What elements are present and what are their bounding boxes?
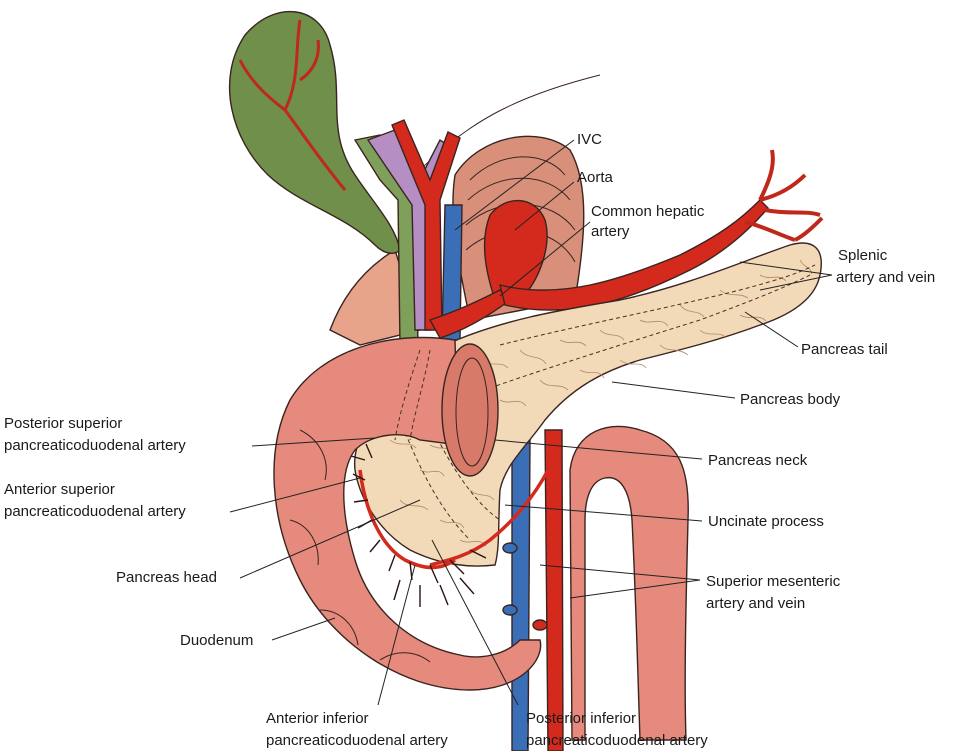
label-post-sup-line2: pancreaticoduodenal artery [4,437,186,454]
label-pancreas-tail: Pancreas tail [801,341,888,358]
jejunum-loop [569,425,689,741]
label-splenic-line1: Splenic [838,247,888,264]
leader-sma-2 [569,579,701,599]
splenic-vessel-dashed [499,264,816,346]
sma-branch-stub [532,619,548,631]
label-sma-line1: Superior mesenteric [706,573,841,590]
label-pancreas-head: Pancreas head [116,569,217,586]
leader-pancreas-tail [744,311,799,348]
label-common-hepatic-line1: Common hepatic [591,203,705,220]
label-ant-sup-line2: pancreaticoduodenal artery [4,503,186,520]
label-pancreas-body: Pancreas body [740,391,841,408]
leader-ant-sup [229,477,361,513]
label-ant-inf-line2: pancreaticoduodenal artery [266,732,448,749]
smv-branch-stub-1 [502,542,518,554]
cystic-artery [238,19,347,191]
leader-post-sup [251,437,376,447]
label-uncinate-process: Uncinate process [708,513,824,530]
leader-common-hepatic [499,221,591,297]
leader-pancreas-body [611,381,736,399]
label-post-inf-line1: Posterior inferior [526,710,636,727]
duodenal-lumen [441,343,499,477]
label-ivc: IVC [577,131,602,148]
label-pancreas-neck: Pancreas neck [708,452,808,469]
label-post-inf-line2: pancreaticoduodenal artery [526,732,708,749]
label-sma-line2: artery and vein [706,595,805,612]
leader-uncinate [504,504,703,522]
duodenum [273,336,542,691]
leader-ivc [454,139,575,231]
leader-aorta [514,181,575,231]
superior-mesenteric-artery [544,429,564,751]
pancreas-lobules [389,259,813,547]
proper-hepatic-artery [391,119,461,331]
label-duodenum: Duodenum [180,632,253,649]
duodenum-folds [289,429,431,663]
gallbladder [228,11,401,254]
posterior-inferior-pd-artery [429,469,550,567]
leader-duodenum [271,617,336,641]
smv-branch-stub-2 [502,604,518,616]
leader-post-inf [431,539,519,706]
label-ant-sup-line1: Anterior superior [4,481,115,498]
duodenal-lumen-inner [455,357,489,467]
leader-lines [229,139,833,706]
pancreatic-duct [469,274,811,396]
leader-ant-inf [377,564,416,706]
splenic-artery-branches [744,149,824,242]
leader-splenic-2 [759,274,833,291]
aorta [483,199,548,301]
label-ant-inf-line1: Anterior inferior [266,710,369,727]
label-aorta: Aorta [577,169,614,186]
leader-pancreas-head [239,499,421,579]
leader-splenic-1 [739,261,833,276]
duodenal-branches [350,443,487,607]
label-common-hepatic-line2: artery [591,223,630,240]
duodenum-dashed [394,349,431,441]
leader-pancreas-neck [494,439,703,460]
leader-sma-1 [539,564,701,581]
label-post-sup-line1: Posterior superior [4,415,122,432]
superior-mesenteric-vein [511,439,531,751]
label-splenic-line2: artery and vein [836,269,935,286]
